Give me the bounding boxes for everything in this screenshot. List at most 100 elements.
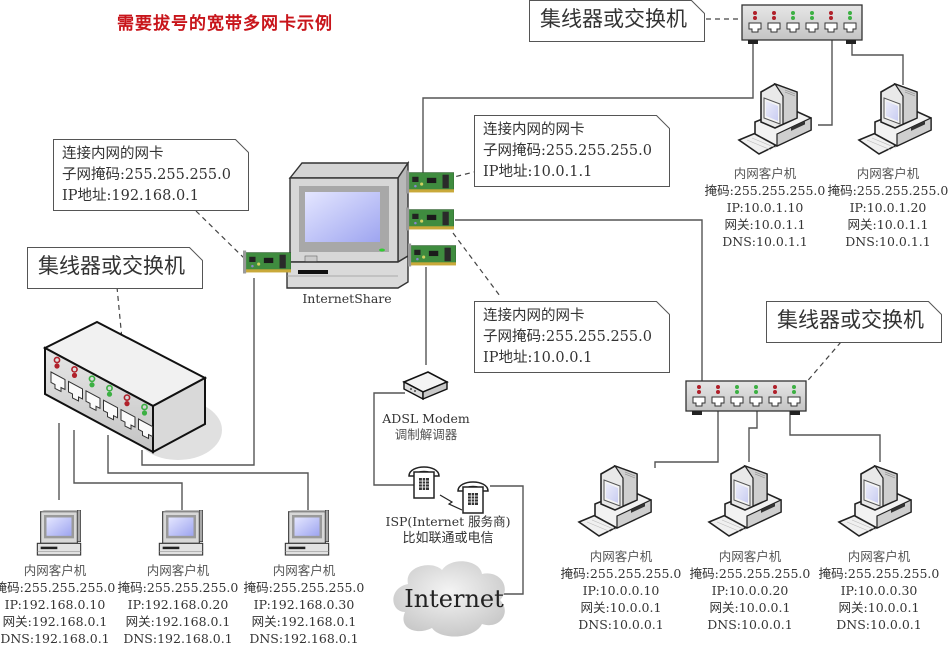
client-mask: 掩码:255.255.255.0 [243,580,365,595]
client-dns: DNS:192.168.0.1 [123,631,233,646]
nic-note-line: 子网掩码:255.255.255.0 [483,143,652,159]
isp-label-line2: 比如联通或电信 [402,531,494,546]
client-br-2-icon [708,465,782,537]
note-fold-icon [691,0,705,14]
client-label-tr-1: 内网客户机 掩码:255.255.255.0 IP:10.0.1.10 网关:1… [705,165,826,250]
br-switch-led-3 [735,385,739,389]
client-label-left-3: 内网客户机 掩码:255.255.255.0 IP:192.168.0.30 网… [244,562,365,647]
tr-switch-port-1-icon [748,22,762,33]
modem-label-line1: ADSL Modem [382,411,470,426]
modem-label-line2: 调制解调器 [394,427,458,442]
br-switch-led-4b [754,390,758,394]
switch-note-label: 集线器或交换机 [38,254,185,278]
tr-switch-led-2b [772,16,776,20]
br-switch-port-2-icon [711,396,725,407]
note-fold-icon [235,139,249,153]
br-switch-led-2b [716,390,720,394]
nic-note-line: 子网掩码:255.255.255.0 [483,329,652,345]
phone-isp-icon [457,481,489,514]
left-switch-icon [42,320,222,460]
tr-switch-led-2 [772,11,776,15]
client-ip: IP:192.168.0.30 [253,597,355,612]
client-ip: IP:10.0.0.20 [711,583,789,598]
switch-note-top-right: 集线器或交换机 [529,0,705,42]
client-name: 内网客户机 [718,549,782,564]
tr-switch-led-6b [848,16,852,20]
switch-note-label: 集线器或交换机 [777,308,924,332]
client-gateway: 网关:10.0.0.1 [838,600,920,615]
left-switch-port-3-icon [85,389,101,412]
tr-switch-led-3 [791,11,795,15]
cable-lines [58,40,904,595]
client-mask: 掩码:255.255.255.0 [689,566,811,581]
client-dns: DNS:10.0.0.1 [578,617,664,632]
tr-switch-led-4 [810,11,814,15]
nic-note-line: 连接内网的网卡 [483,308,585,324]
br-switch-led-5 [773,385,777,389]
client-label-left-1: 内网客户机 掩码:255.255.255.0 IP:192.168.0.10 网… [0,562,115,647]
left-switch-port-6-icon [138,418,153,440]
left-switch-led-6b [141,410,148,416]
left-switch-led-3 [88,375,96,383]
tr-switch-led-6 [848,11,852,15]
nic-note-10-0-0: 连接内网的网卡 子网掩码:255.255.255.0 IP地址:10.0.0.1 [474,301,670,373]
client-ip: IP:192.168.0.10 [4,597,106,612]
tr-switch-port-2-icon [767,22,781,33]
client-name: 内网客户机 [146,563,210,578]
br-switch-led-2 [716,385,720,389]
nic-note-line: 子网掩码:255.255.255.0 [62,167,231,183]
br-switch-port-6-icon [787,396,801,407]
br-switch-led-1b [697,390,701,394]
tr-switch-port-4-icon [805,22,819,33]
tr-switch-led-1b [753,16,757,20]
left-switch-led-6 [141,403,148,411]
bottom-right-switch-icon [685,380,807,415]
br-switch-led-5b [773,390,777,394]
client-br-3-icon [838,465,912,537]
switch-note-bottom-right: 集线器或交换机 [766,301,942,343]
internet-label: Internet [404,585,504,613]
client-gateway: 网关:192.168.0.1 [2,614,108,629]
left-switch-port-2-icon [68,380,83,402]
left-switch-led-5b [124,401,130,407]
nic-note-line: IP地址:192.168.0.1 [62,188,199,204]
nic-bottom-icon [408,242,456,268]
client-gateway: 网关:10.0.0.1 [580,600,662,615]
note-fold-icon [189,247,203,261]
client-left-3-icon [284,510,330,556]
left-switch-port-1-icon [50,371,66,393]
client-label-tr-2: 内网客户机 掩码:255.255.255.0 IP:10.0.1.20 网关:1… [828,165,949,250]
client-left-1-icon [36,510,82,556]
note-fold-icon [656,301,670,315]
client-mask: 掩码:255.255.255.0 [704,183,826,198]
client-ip: IP:10.0.1.10 [726,200,804,215]
top-right-switch-icon [741,4,863,44]
left-switch-led-2 [71,365,78,373]
client-name: 内网客户机 [23,563,87,578]
adsl-modem-icon [402,371,449,401]
tr-switch-led-3b [791,16,795,20]
client-mask: 掩码:255.255.255.0 [0,580,116,595]
br-switch-led-6b [792,390,796,394]
br-switch-port-1-icon [692,396,706,407]
phone-user-icon [408,466,440,499]
callout-pointers [116,18,842,393]
left-switch-led-1 [53,356,61,364]
br-switch-port-3-icon [730,396,744,407]
br-switch-port-5-icon [768,396,782,407]
br-switch-led-4 [754,385,758,389]
left-switch-port-5-icon [120,408,136,430]
diagram-title: 需要拔号的宽带多网卡示例 [117,14,333,34]
left-switch-led-4b [106,391,113,397]
client-dns: DNS:192.168.0.1 [249,631,359,646]
nic-note-line: IP地址:10.0.0.1 [483,350,593,366]
client-gateway: 网关:10.0.0.1 [709,600,791,615]
tr-switch-led-1 [753,11,757,15]
client-ip: IP:192.168.0.20 [127,597,229,612]
tr-switch-port-3-icon [786,22,800,33]
nic-note-line: IP地址:10.0.1.1 [483,164,593,180]
left-switch-led-1b [54,363,60,369]
client-dns: DNS:10.0.1.1 [722,234,808,249]
client-label-left-2: 内网客户机 掩码:255.255.255.0 IP:192.168.0.20 网… [118,562,239,647]
